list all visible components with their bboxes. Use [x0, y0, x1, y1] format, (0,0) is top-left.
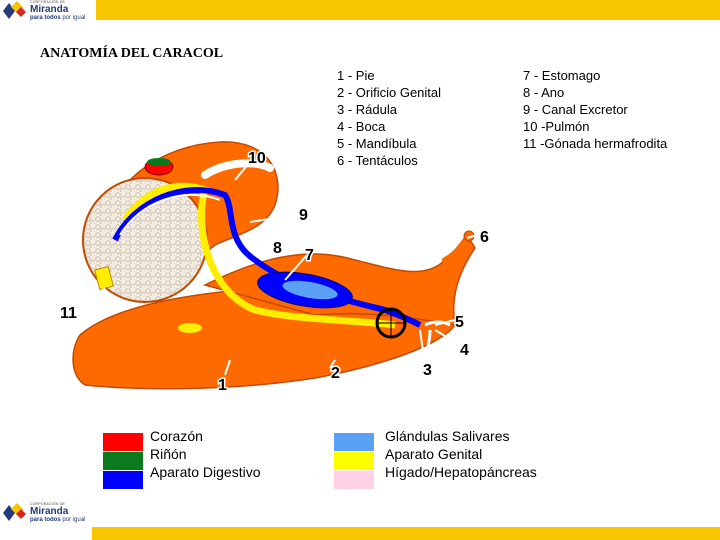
miranda-logo-icon: [3, 1, 26, 19]
key-label-hepatopancreas: Hígado/Hepatopáncreas: [385, 464, 537, 480]
swatch-digestive: [103, 471, 143, 489]
key-label-genital: Aparato Genital: [385, 446, 483, 462]
radula: [377, 309, 405, 337]
logo-brand: Miranda: [30, 505, 69, 517]
callout-8: 8: [273, 240, 282, 257]
logo-tagline: para todos por igual: [30, 14, 86, 21]
swatch-kidney: [103, 452, 143, 470]
parts-list-column-2: 7 - Estomago 8 - Ano 9 - Canal Excretor …: [523, 67, 667, 152]
header-logo: CORPORACIÓN DE Miranda para todos por ig…: [3, 1, 85, 21]
list-item: 7 - Estomago: [523, 68, 601, 83]
list-item: 3 - Rádula: [337, 102, 397, 117]
logo-small-text: CORPORACIÓN DE: [30, 502, 66, 507]
top-logo-area: [0, 0, 96, 22]
kidney: [147, 158, 171, 166]
callout-7: 7: [305, 247, 314, 264]
callout-1: 1: [218, 377, 227, 394]
genital-apparatus: [122, 182, 396, 329]
list-item: 2 - Orificio Genital: [337, 85, 442, 100]
logo-small-text: CORPORACIÓN DE: [30, 0, 66, 5]
callout-11: 11: [60, 305, 77, 322]
callout-10: 10: [248, 150, 266, 167]
list-item: 9 - Canal Excretor: [523, 102, 628, 117]
list-item: 11 -Gónada hermafrodita: [523, 136, 668, 151]
miranda-logo-icon: [3, 503, 26, 521]
list-item: 8 - Ano: [523, 85, 565, 100]
callout-2: 2: [331, 365, 340, 382]
salivary-gland: [282, 280, 338, 300]
callout-6: 6: [480, 229, 489, 246]
key-label-kidney: Riñón: [150, 446, 187, 462]
mouth: [424, 320, 451, 327]
bottom-logo-area: [0, 522, 92, 540]
top-accent-bar: [0, 0, 720, 20]
footer-logo: CORPORACIÓN DE Miranda para todos por ig…: [3, 503, 85, 523]
key-label-heart: Corazón: [150, 428, 203, 444]
digestive-tract: [112, 187, 422, 328]
hepatopancreas: [178, 323, 202, 333]
bottom-accent-bar: [0, 527, 720, 540]
swatch-heart: [103, 433, 143, 451]
callout-5: 5: [455, 314, 464, 331]
lung: [201, 159, 274, 179]
swatch-hepatopancreas: [334, 471, 374, 489]
swatch-genital: [334, 452, 374, 470]
snail-anatomy-diagram: 1 2 3 4 5 6 7 8 9 10 11: [59, 141, 491, 396]
logo-brand: Miranda: [30, 3, 69, 15]
list-item: 4 - Boca: [337, 119, 386, 134]
parts-list-column-1: 1 - Pie 2 - Orificio Genital 3 - Rádula …: [337, 67, 441, 169]
gonad: [94, 265, 114, 291]
tentacle: [442, 235, 470, 263]
list-item: 10 -Pulmón: [523, 119, 590, 134]
digestive-tract-inner: [119, 193, 221, 236]
page-title: ANATOMÍA DEL CARACOL: [40, 46, 224, 61]
swatch-salivary: [334, 433, 374, 451]
logo-tagline: para todos por igual: [30, 516, 86, 523]
list-item: 5 - Mandíbula: [337, 136, 417, 151]
callout-3: 3: [423, 362, 432, 379]
callout-9: 9: [299, 207, 308, 224]
key-label-salivary: Glándulas Salivares: [385, 428, 510, 444]
callout-4: 4: [460, 342, 469, 359]
list-item: 1 - Pie: [337, 68, 375, 83]
key-label-digestive: Aparato Digestivo: [150, 464, 261, 480]
pointer-lines: [84, 161, 478, 376]
list-item: 6 - Tentáculos: [337, 153, 418, 168]
